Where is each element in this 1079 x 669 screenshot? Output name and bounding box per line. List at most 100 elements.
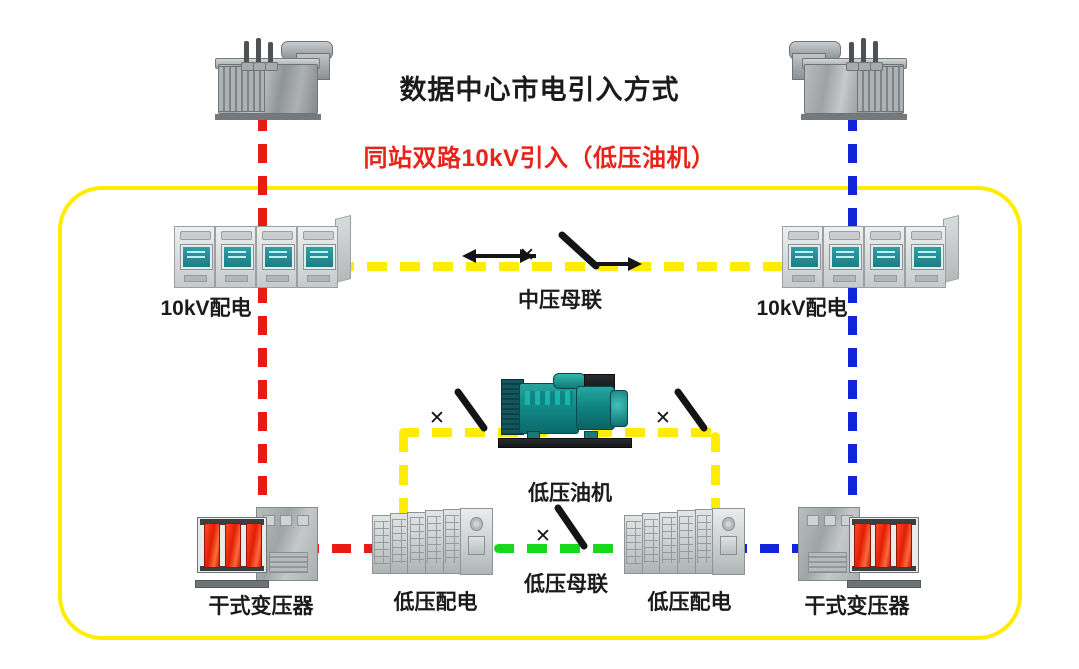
cabinet-header: [261, 231, 294, 241]
hv-bushing-icon: [845, 42, 859, 72]
incoming-panel-left: [460, 508, 493, 576]
enclosure-door: [807, 515, 820, 527]
label-mv-bus-tie: 中压母联: [518, 289, 602, 312]
enclosure-vent: [268, 552, 308, 574]
mv-tie-breaker-icon: [556, 231, 606, 272]
label-lv-genset: 低压油机: [528, 482, 612, 505]
mv-bus-tie-line: [334, 262, 786, 271]
genset-end-cap: [610, 389, 629, 427]
panel-devices: [696, 514, 712, 563]
genset-skid: [497, 437, 633, 449]
transformer-coil: [895, 522, 913, 569]
transformer-core-left: [197, 517, 267, 574]
feeder-line-red-bottom: [300, 544, 380, 553]
enclosure-door: [823, 515, 836, 527]
page-title: 数据中心市电引入方式: [399, 75, 680, 105]
genset-branch-left-vertical: [399, 432, 408, 548]
lv-bus-tie-line: [494, 544, 638, 553]
genset-branch-left-horizontal: [399, 428, 549, 437]
panel-devices: [679, 516, 694, 563]
hv-switchgear-right[interactable]: [782, 215, 959, 288]
genset-right-cross-icon: ✕: [655, 407, 671, 429]
panel-devices: [626, 520, 641, 564]
genset-engine: [519, 382, 580, 434]
radiator-fins-left: [217, 66, 265, 113]
genset-left-breaker-icon: [452, 388, 496, 434]
panel-door: [719, 536, 738, 556]
cabinet-footer: [224, 275, 249, 282]
transformer-coil: [224, 522, 242, 569]
lv-switchgear-left[interactable]: [372, 508, 498, 578]
feeder-line-blue-bottom: [728, 544, 820, 553]
cabinet-header: [302, 231, 335, 241]
mv-tie-cross-icon: ✕: [519, 244, 535, 266]
power-zone-boundary: [58, 186, 1022, 640]
feeder-line-blue-mid: [848, 284, 857, 550]
transformer-coil: [874, 522, 892, 569]
panel-devices: [409, 517, 424, 564]
cabinet-footer: [183, 275, 208, 282]
cabinet-header: [869, 231, 902, 241]
transformer-skid-left: [194, 579, 270, 588]
cabinet-footer: [832, 275, 857, 282]
enclosure-door: [280, 515, 293, 527]
hv-bushing-icon: [869, 41, 883, 72]
power-transformer-left[interactable]: [206, 26, 338, 122]
hv-switchgear-left[interactable]: [174, 215, 351, 288]
cabinet-header: [910, 231, 943, 241]
incoming-panel-right: [712, 508, 745, 576]
transformer-coil: [203, 522, 221, 569]
page-subtitle: 同站双路10kV引入（低压油机）: [363, 145, 716, 172]
cabinet-footer: [265, 275, 290, 282]
transformer-coil: [853, 522, 871, 569]
cabinet-header: [179, 231, 212, 241]
genset-alternator: [575, 386, 616, 431]
relay-display-icon: [181, 245, 212, 269]
panel-devices: [391, 518, 407, 564]
panel-devices: [427, 516, 442, 563]
panel-fan-icon: [722, 516, 735, 531]
cabinet-footer: [914, 275, 939, 282]
enclosure-vent: [808, 552, 848, 574]
genset-branch-right-horizontal: [592, 428, 716, 437]
transformer-skid-right: [846, 579, 922, 588]
cabinet-footer: [791, 275, 816, 282]
hv-bushing-icon: [265, 42, 279, 72]
relay-display-icon: [789, 245, 820, 269]
mv-tie-arrow-left: [462, 246, 546, 266]
mv-tie-arrow-right: [596, 254, 644, 274]
core-yoke: [199, 565, 265, 572]
power-transformer-right[interactable]: [784, 26, 916, 122]
lv-tie-cross-icon: ✕: [535, 525, 551, 547]
panel-devices: [374, 520, 389, 564]
diesel-generator-icon[interactable]: [495, 366, 639, 450]
dry-type-transformer-right[interactable]: [794, 504, 924, 588]
enclosure-door: [296, 515, 309, 527]
feeder-line-red-top: [258, 112, 267, 242]
label-dry-transformer-left: 干式变压器: [208, 595, 314, 618]
label-hv-switchgear-left: 10kV配电: [160, 297, 252, 320]
panel-devices: [643, 518, 659, 564]
genset-left-cross-icon: ✕: [429, 407, 445, 429]
transformer-base-right: [801, 114, 907, 121]
radiator-fins-right: [857, 66, 905, 113]
genset-right-breaker-icon: [672, 388, 716, 434]
cabinet-footer: [873, 275, 898, 282]
panel-fan-icon: [470, 516, 483, 531]
relay-display-icon: [304, 245, 335, 269]
cabinet-header: [787, 231, 820, 241]
label-lv-switchgear-right: 低压配电: [647, 591, 732, 614]
genset-branch-right-vertical: [711, 432, 720, 548]
relay-display-icon: [912, 245, 943, 269]
dry-type-transformer-left[interactable]: [192, 504, 322, 588]
label-hv-switchgear-right: 10kV配电: [756, 297, 848, 320]
core-yoke: [851, 565, 917, 572]
relay-display-icon: [263, 245, 294, 269]
feeder-line-red-mid: [258, 284, 267, 550]
cabinet-header: [828, 231, 861, 241]
panel-devices: [444, 514, 460, 563]
relay-display-icon: [830, 245, 861, 269]
hv-bushing-icon: [241, 41, 255, 72]
lv-switchgear-right[interactable]: [624, 508, 750, 578]
